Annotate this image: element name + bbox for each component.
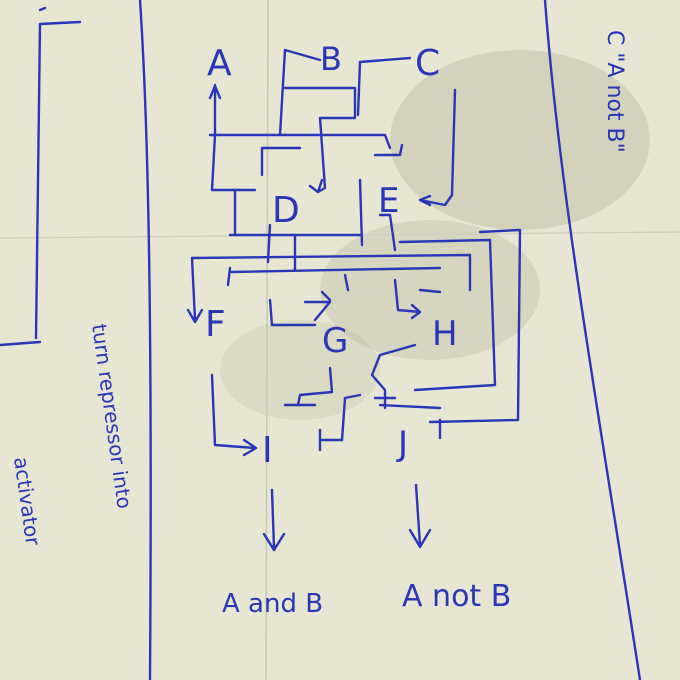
wire-b-to-d [260, 146, 302, 177]
wire-h-to-j [370, 343, 442, 410]
fold-vertical [265, 0, 269, 680]
stain-lower [220, 320, 380, 420]
wire-b-left [278, 48, 322, 137]
wire-right-loop [398, 228, 522, 424]
arrow-i-output [262, 488, 286, 552]
node-i-label: I [262, 430, 273, 471]
node-c-label: C [415, 43, 440, 84]
wire-g-to-i [318, 393, 362, 452]
wire-a-to-d [210, 133, 257, 192]
node-f-label: F [205, 304, 226, 345]
wire-c [356, 56, 457, 207]
output-and-label: A and B [222, 589, 323, 619]
node-h-label: H [432, 314, 458, 354]
wire-g-down [283, 366, 334, 407]
node-b-label: B [320, 40, 342, 78]
node-g-label: G [322, 321, 348, 361]
wire-b-right [283, 86, 357, 194]
node-a-label: A [207, 43, 232, 84]
node-e-label: E [378, 181, 399, 221]
arrow-j-output [408, 483, 432, 549]
right-page-border [543, 0, 642, 680]
node-j-label: J [396, 424, 408, 464]
left-page-border [138, 0, 152, 680]
wire-mid-bus [190, 253, 472, 292]
node-d-label: D [272, 190, 300, 231]
wire-to-g [268, 290, 332, 327]
wire-to-h [393, 278, 442, 320]
wire-left-loop [186, 256, 204, 324]
wire-de-bus [266, 178, 397, 272]
left-edge-box [0, 6, 82, 347]
right-margin-note: C "A not B" [602, 30, 627, 153]
wire-a-down [208, 83, 222, 137]
wire-f-down [210, 373, 258, 457]
output-not-label: A not B [402, 579, 511, 614]
wire-c-to-e [373, 143, 404, 157]
wire-a-bus [208, 133, 392, 150]
